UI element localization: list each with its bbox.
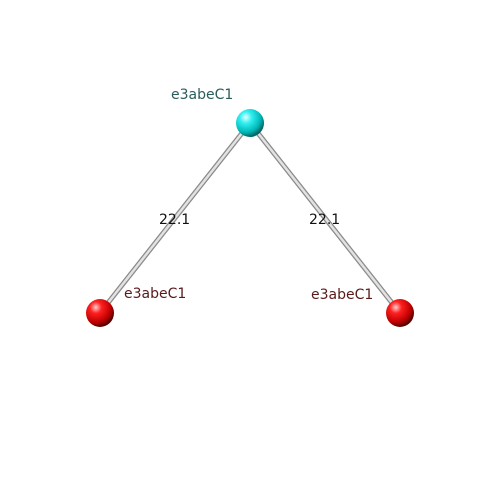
bond-length-label-left: 22.1 [159,212,190,228]
bond-top-right [247,120,403,316]
atom-label-left: e3abeC1 [124,286,186,302]
bond-length-label-right: 22.1 [309,212,340,228]
atom-label-top: e3abeC1 [171,87,233,103]
atom-right [386,299,414,327]
atom-label-right: e3abeC1 [311,287,373,303]
atom-left [86,299,114,327]
bond-top-left [97,120,253,316]
atom-top [236,109,264,137]
